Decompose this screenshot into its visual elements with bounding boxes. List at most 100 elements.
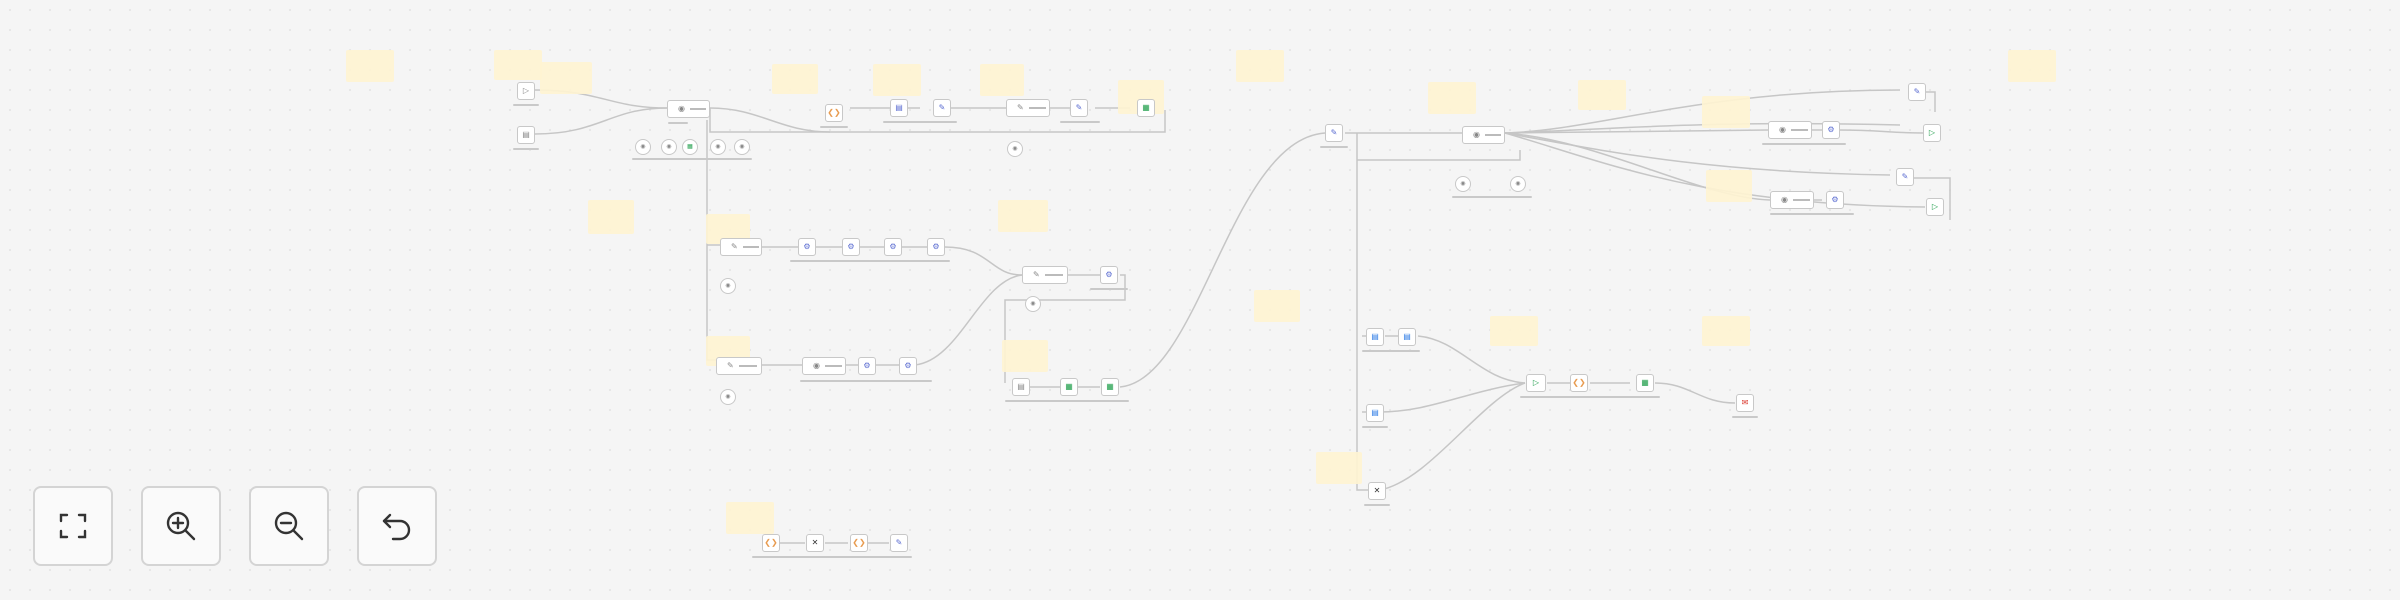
code-icon: ❮❯	[827, 108, 841, 117]
brain-icon: ◉	[1779, 125, 1786, 134]
doc-node[interactable]: ⚙	[927, 238, 945, 256]
sub-node[interactable]: ◉	[1455, 176, 1471, 192]
gear-icon: ⚙	[1827, 125, 1835, 134]
edit-node[interactable]: ✎	[1325, 124, 1343, 142]
doc-node[interactable]: ▤	[890, 99, 908, 117]
sticky-note[interactable]	[1578, 80, 1626, 110]
edit-node[interactable]: ✎	[933, 99, 951, 117]
trigger-node[interactable]: ▤	[517, 126, 535, 144]
doc-node[interactable]: ▤	[1012, 378, 1030, 396]
sheet-icon: ▦	[687, 144, 693, 150]
play-icon: ▷	[1931, 202, 1939, 211]
sheet-node[interactable]: ▦	[1636, 374, 1654, 392]
sticky-note[interactable]	[1236, 50, 1284, 82]
doc-node[interactable]: ⚙	[798, 238, 816, 256]
sheet-node[interactable]: ▦	[1101, 378, 1119, 396]
doc-node[interactable]: ⚙	[884, 238, 902, 256]
sticky-note[interactable]	[1702, 316, 1750, 346]
sub-node[interactable]: ◉	[710, 139, 726, 155]
zoom-to-fit-button[interactable]	[33, 486, 113, 566]
sub-node[interactable]: ▦	[682, 139, 698, 155]
sticky-note[interactable]	[998, 200, 1048, 232]
sticky-note[interactable]	[873, 64, 921, 96]
sticky-note[interactable]	[1428, 82, 1476, 114]
x-icon: ✕	[1373, 486, 1381, 495]
reset-zoom-button[interactable]	[357, 486, 437, 566]
sheet-node[interactable]: ▦	[1060, 378, 1078, 396]
sticky-note[interactable]	[1702, 96, 1750, 128]
doc-node[interactable]: ▤	[1366, 404, 1384, 422]
sub-node[interactable]: ◉	[1025, 296, 1041, 312]
doc-node[interactable]: ⚙	[858, 357, 876, 375]
sticky-note[interactable]	[1316, 452, 1362, 484]
code-node[interactable]: ❮❯	[850, 534, 868, 552]
doc-icon: ▤	[1017, 382, 1025, 391]
doc-node[interactable]: ⚙	[1100, 266, 1118, 284]
play-icon: ▷	[522, 86, 530, 95]
node-caption	[883, 121, 957, 123]
code-node[interactable]: ❮❯	[1570, 374, 1588, 392]
doc-node[interactable]: ⚙	[1822, 121, 1840, 139]
sticky-note[interactable]	[772, 64, 818, 94]
sticky-note[interactable]	[1706, 170, 1752, 202]
x-node[interactable]: ✕	[806, 534, 824, 552]
sub-node[interactable]: ◉	[1510, 176, 1526, 192]
pencil-icon: ✎	[1901, 172, 1909, 181]
sticky-note[interactable]	[1254, 290, 1300, 322]
sticky-note[interactable]	[2008, 50, 2056, 82]
play-icon: ▷	[1928, 128, 1936, 137]
play-icon: ▷	[1532, 378, 1540, 387]
sticky-note[interactable]	[980, 64, 1024, 96]
sub-node[interactable]: ◉	[635, 139, 651, 155]
doc-node[interactable]: ⚙	[842, 238, 860, 256]
x-icon: ✕	[811, 538, 819, 547]
sub-node[interactable]: ◉	[1007, 141, 1023, 157]
node-caption	[1362, 350, 1420, 352]
sticky-note[interactable]	[540, 62, 592, 94]
zoom-out-button[interactable]	[249, 486, 329, 566]
send-node[interactable]: ▷	[1526, 374, 1546, 392]
sub-node[interactable]: ◉	[720, 278, 736, 294]
agent-node[interactable]: ◉	[1770, 191, 1814, 209]
trigger-node[interactable]: ▷	[517, 82, 535, 100]
pencil-icon: ✎	[731, 242, 738, 251]
edit-node[interactable]: ✎	[1896, 168, 1914, 186]
doc-node[interactable]: ▤	[1398, 328, 1416, 346]
sub-node[interactable]: ◉	[661, 139, 677, 155]
doc-node[interactable]: ▤	[1366, 328, 1384, 346]
brain-icon: ◉	[1460, 181, 1466, 187]
sticky-note[interactable]	[346, 50, 394, 82]
code-node[interactable]: ❮❯	[762, 534, 780, 552]
sticky-note[interactable]	[1002, 340, 1048, 372]
agent-node[interactable]: ◉	[1768, 121, 1812, 139]
sticky-note[interactable]	[588, 200, 634, 234]
agent-node[interactable]: ✎	[1022, 266, 1068, 284]
edit-node[interactable]: ✎	[890, 534, 908, 552]
send-node[interactable]: ▷	[1926, 198, 1944, 216]
agent-node[interactable]: ✎	[1006, 99, 1050, 117]
agent-node[interactable]: ✎	[716, 357, 762, 375]
agent-node[interactable]: ◉	[1462, 126, 1505, 144]
edit-node[interactable]: ✎	[1908, 83, 1926, 101]
agent-node[interactable]: ◉	[667, 100, 710, 118]
sub-node[interactable]: ◉	[734, 139, 750, 155]
zoom-in-button[interactable]	[141, 486, 221, 566]
node-caption	[1770, 213, 1854, 215]
doc-node[interactable]: ⚙	[899, 357, 917, 375]
code-node[interactable]: ❮❯	[825, 104, 843, 122]
sub-node[interactable]: ◉	[720, 389, 736, 405]
sticky-note[interactable]	[1490, 316, 1538, 346]
edit-node[interactable]: ✎	[1070, 99, 1088, 117]
brain-icon: ◉	[813, 361, 820, 370]
sticky-note[interactable]	[726, 502, 774, 534]
agent-node[interactable]: ◉	[802, 357, 846, 375]
gmail-node[interactable]: ✉	[1736, 394, 1754, 412]
send-node[interactable]: ▷	[1923, 124, 1941, 142]
sheet-node[interactable]: ▦	[1137, 99, 1155, 117]
brain-icon: ◉	[1473, 130, 1480, 139]
agent-node[interactable]: ✎	[720, 238, 762, 256]
doc-node[interactable]: ⚙	[1826, 191, 1844, 209]
x-node[interactable]: ✕	[1368, 482, 1386, 500]
sticky-note[interactable]	[494, 50, 542, 80]
